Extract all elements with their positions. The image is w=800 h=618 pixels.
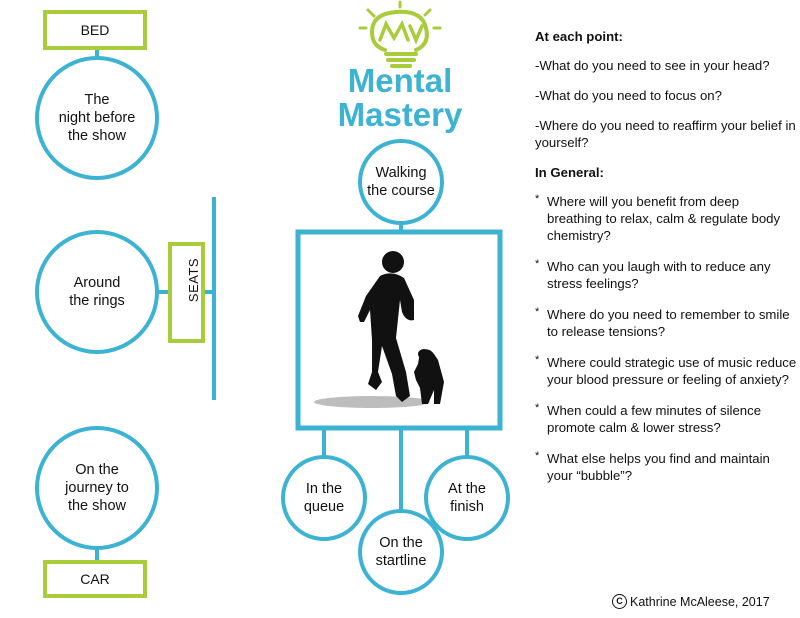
asterisk-icon: * [535,258,540,270]
box-seats [168,242,205,343]
heading-each-point: At each point: [535,29,623,44]
circle-night-before [35,56,159,180]
bed-label: BED [80,22,110,38]
circle-journey [35,426,159,550]
asterisk-icon: * [535,402,540,414]
question-focus-on: -What do you need to focus on? [535,88,722,103]
car-label: CAR [80,571,110,587]
in-queue-text: In the queue [303,481,345,515]
list-item: * Who can you laugh with to reduce any st… [535,258,797,292]
list-item: * What else helps you find and maintain y… [535,450,797,484]
bullet-text: When could a few minutes of silence prom… [547,403,762,435]
bullet-text: Where could strategic use of music reduc… [547,355,797,387]
guidance-panel: At each point: -What do you need to see … [535,28,797,498]
asterisk-icon: * [535,354,540,366]
heading-in-general: In General: [535,165,604,180]
bullet-text: Where will you benefit from deep breathi… [547,194,781,243]
night-before-text: The night before the show [58,92,136,144]
copyright-text: Kathrine McAleese, 2017 [630,594,770,609]
circle-on-startline [358,509,444,595]
walking-course-text: Walking the course [367,165,435,199]
list-item: * Where do you need to remember to smile … [535,306,797,340]
list-item: * Where could strategic use of music redu… [535,354,797,388]
box-car [43,560,147,598]
copyright-notice: C Kathrine McAleese, 2017 [612,594,770,609]
asterisk-icon: * [535,306,540,318]
bullet-text: What else helps you find and maintain yo… [547,451,770,483]
list-item: * When could a few minutes of silence pro… [535,402,797,436]
copyright-icon: C [612,594,627,609]
seats-label: SEATS [186,257,201,303]
general-bullets-list: * Where will you benefit from deep breath… [535,193,797,484]
bullet-text: Where do you need to remember to smile t… [547,307,790,339]
around-rings-text: Around the rings [69,275,125,309]
asterisk-icon: * [535,450,540,462]
at-finish-text: At the finish [448,481,486,515]
circle-at-finish [424,455,510,541]
list-item: * Where will you benefit from deep breath… [535,193,797,244]
logo-title-mental: Mental [347,62,453,99]
circle-in-queue [281,455,367,541]
logo-title-mastery: Mastery [337,96,463,133]
question-reaffirm-belief: -Where do you need to reaffirm your beli… [535,118,796,150]
runner-with-dog-silhouette-icon [314,251,444,408]
journey-text: On the journey to the show [65,462,129,514]
circle-walking-course [358,139,444,225]
box-bed [43,10,147,50]
on-startline-text: On the startline [375,535,427,569]
lightbulb-logo-icon [358,0,442,68]
question-see-in-head: -What do you need to see in your head? [535,58,770,73]
circle-around-rings [35,230,159,354]
bullet-text: Who can you laugh with to reduce any str… [547,259,771,291]
asterisk-icon: * [535,193,540,205]
